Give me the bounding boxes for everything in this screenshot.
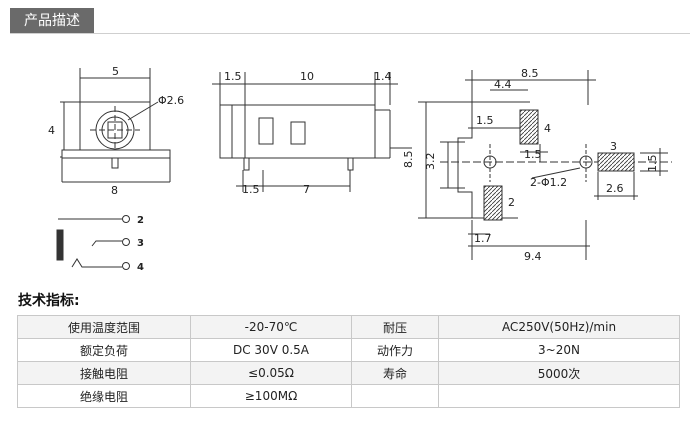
spec-param-value: -20-70℃: [190, 315, 352, 339]
spec-param-name: [351, 384, 439, 408]
technical-drawing: 5 Φ2.6 4 8 1.5 10 1.4: [48, 65, 672, 270]
dim-pcb-pad3-w: 2.6: [606, 182, 624, 195]
dim-pcb-offset: 4.4: [494, 78, 512, 91]
dim-pcb-hole: 2-Φ1.2: [530, 176, 567, 189]
dim-front-height: 4: [48, 124, 55, 137]
pcb-layout-view: [418, 70, 672, 260]
pad-label-4: 4: [544, 122, 551, 135]
side-view: [212, 72, 412, 192]
spec-param-name: 寿命: [351, 361, 439, 385]
pin-label-2: 2: [137, 215, 144, 226]
spec-param-value: AC250V(50Hz)/min: [438, 315, 680, 339]
pin-label-3: 3: [137, 238, 144, 249]
product-description-tab[interactable]: 产品描述: [10, 8, 94, 34]
section-header: 产品描述: [0, 6, 692, 34]
spec-param-value: DC 30V 0.5A: [190, 338, 352, 362]
table-row: 额定负荷 DC 30V 0.5A 动作力 3~20N: [17, 338, 680, 362]
pin-label-4: 4: [137, 262, 144, 270]
dim-side-pin-left: 1.5: [242, 183, 260, 196]
dim-pcb-total: 8.5: [521, 67, 539, 80]
spec-param-name: 绝缘电阻: [17, 384, 191, 408]
spec-param-value: ≤0.05Ω: [190, 361, 352, 385]
spec-param-name: 额定负荷: [17, 338, 191, 362]
spec-param-value: 5000次: [438, 361, 680, 385]
spec-param-name: 使用温度范围: [17, 315, 191, 339]
header-divider: [10, 33, 690, 34]
pin-schematic: [56, 215, 130, 270]
dim-pcb-span: 9.4: [524, 250, 542, 263]
spec-param-value: ≥100MΩ: [190, 384, 352, 408]
dim-pcb-pad-top: 1.5: [476, 114, 494, 127]
spec-param-value: 3~20N: [438, 338, 680, 362]
dim-side-body: 10: [300, 70, 314, 83]
spec-param-name: 动作力: [351, 338, 439, 362]
spec-param-name: 接触电阻: [17, 361, 191, 385]
dim-side-left: 1.5: [224, 70, 242, 83]
dim-pcb-pad3-h: 1.5: [646, 155, 659, 173]
dim-side-right: 1.4: [374, 70, 392, 83]
spec-title: 技术指标:: [18, 293, 80, 309]
table-row: 绝缘电阻 ≥100MΩ: [17, 384, 680, 408]
table-row: 使用温度范围 -20-70℃ 耐压 AC250V(50Hz)/min: [17, 315, 680, 339]
dim-pcb-height-inner: 3.2: [424, 153, 437, 171]
pad-label-3: 3: [610, 140, 617, 153]
dim-front-hole: Φ2.6: [158, 94, 184, 107]
dim-pcb-pad-top-h: 1.5: [524, 148, 542, 161]
spec-param-name: 耐压: [351, 315, 439, 339]
table-row: 接触电阻 ≤0.05Ω 寿命 5000次: [17, 361, 680, 385]
dim-pcb-height-outer: 8.5: [402, 151, 415, 169]
pad-label-2: 2: [508, 196, 515, 209]
spec-param-value: [438, 384, 680, 408]
spec-table: 使用温度范围 -20-70℃ 耐压 AC250V(50Hz)/min 额定负荷 …: [17, 315, 680, 408]
front-view: [60, 68, 171, 183]
dim-front-base: 8: [111, 184, 118, 197]
dim-pcb-pad2-w: 1.7: [474, 232, 492, 245]
dim-side-pin-pitch: 7: [303, 183, 310, 196]
dim-front-width: 5: [112, 65, 119, 78]
